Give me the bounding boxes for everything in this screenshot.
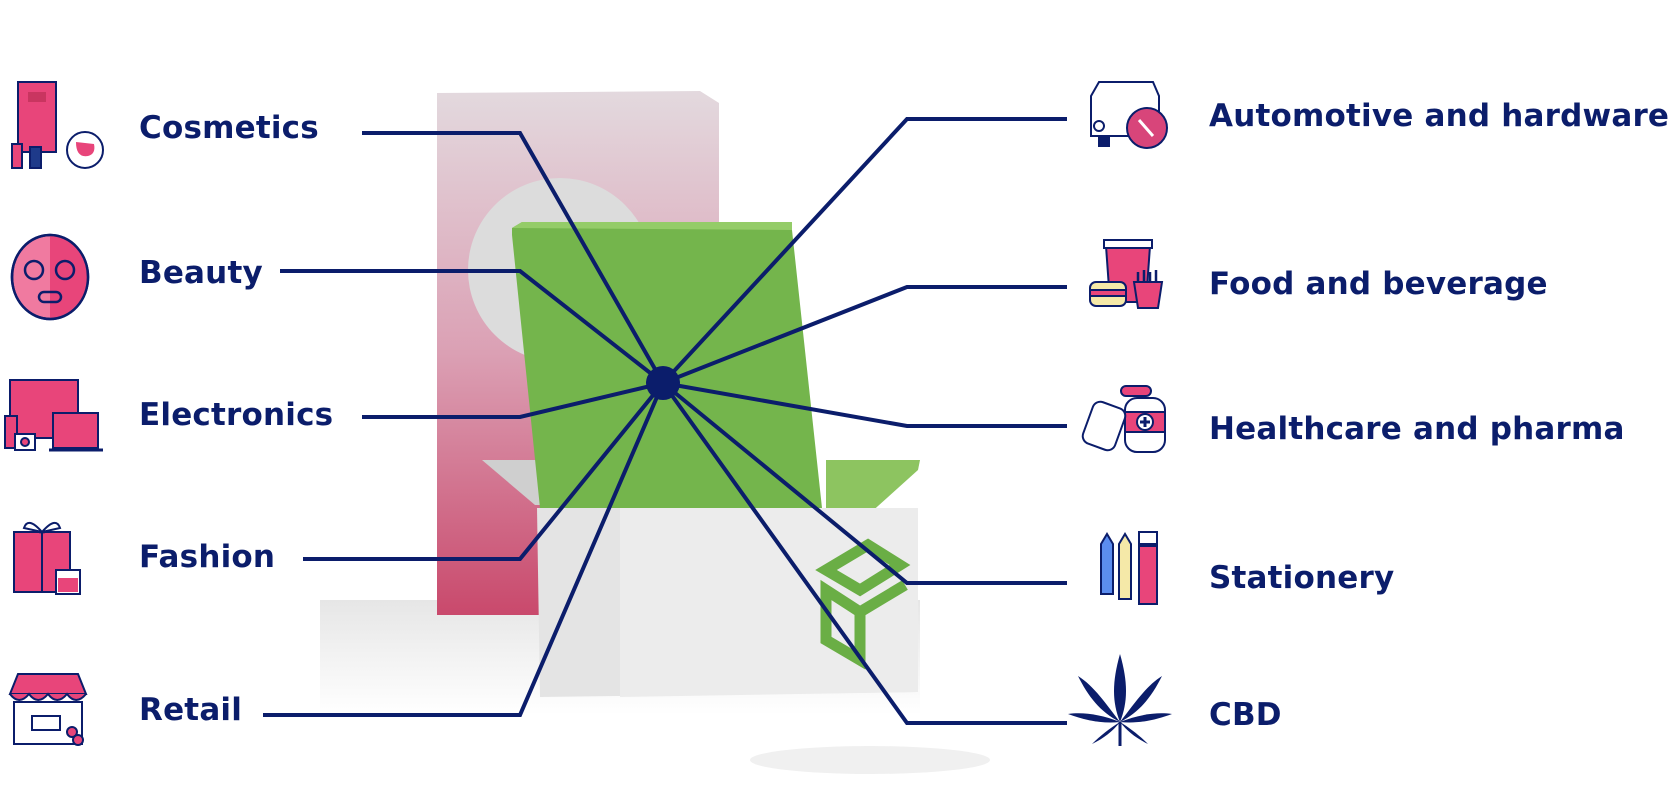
white-box (537, 508, 918, 697)
connector-lines (263, 117, 1067, 725)
face-mask-icon (10, 233, 90, 321)
storefront-icon (8, 673, 88, 746)
pills-bottle-icon (1081, 385, 1166, 453)
connector-beauty (280, 269, 665, 385)
label-food: Food and beverage (1209, 266, 1548, 302)
cannabis-leaf-icon (1068, 654, 1172, 746)
car-wrench-icon (1090, 81, 1168, 149)
cosmetics-icon (11, 81, 104, 169)
label-cosmetics: Cosmetics (139, 110, 319, 146)
gift-box-icon (13, 521, 81, 595)
label-electronics: Electronics (139, 397, 334, 433)
connector-retail (263, 382, 665, 717)
connector-healthcare (662, 381, 1067, 428)
label-fashion: Fashion (139, 539, 276, 575)
label-healthcare: Healthcare and pharma (1209, 411, 1625, 447)
connector-stationery (661, 381, 1067, 585)
right-flap (826, 460, 920, 515)
label-retail: Retail (139, 692, 243, 728)
connector-automotive (661, 117, 1067, 385)
label-cbd: CBD (1209, 697, 1282, 733)
connector-electronics (362, 381, 664, 419)
green-lid (512, 222, 822, 508)
connector-cosmetics (362, 131, 665, 384)
connector-food (662, 285, 1067, 385)
connector-cbd (661, 381, 1067, 725)
hub-dot (646, 366, 680, 400)
devices-icon (4, 379, 103, 452)
label-automotive: Automotive and hardware (1209, 98, 1670, 134)
fast-food-icon (1089, 239, 1164, 309)
box-shadow (750, 746, 990, 774)
label-stationery: Stationery (1209, 560, 1395, 596)
pencils-ruler-icon (1100, 531, 1158, 605)
connector-fashion (303, 381, 665, 561)
label-beauty: Beauty (139, 255, 263, 291)
